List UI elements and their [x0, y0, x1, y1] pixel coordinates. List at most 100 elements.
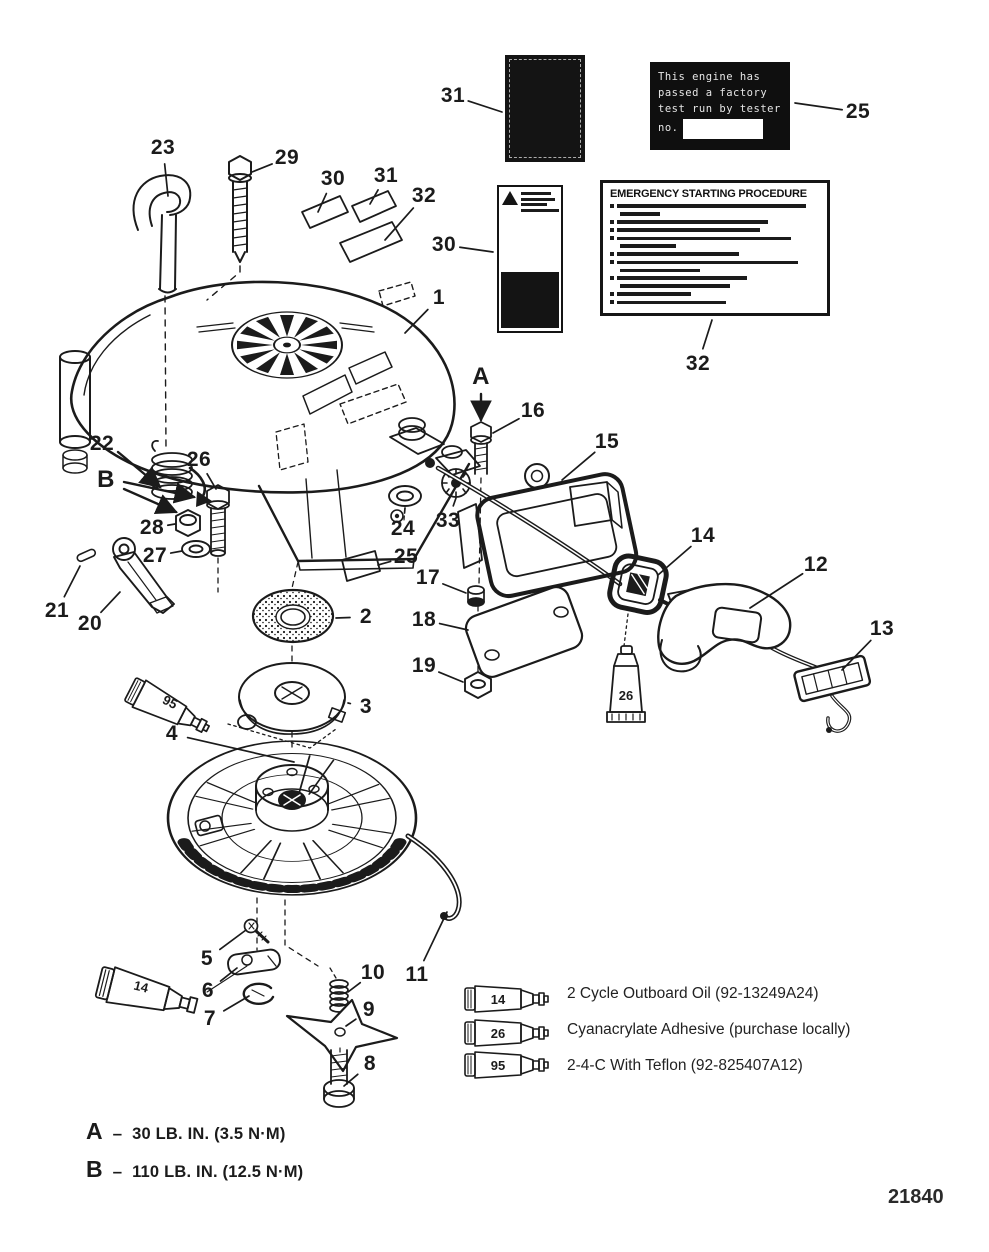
- warning-sticker: [497, 185, 563, 333]
- callout-7: 7: [203, 1007, 217, 1030]
- callout-23: 23: [150, 136, 176, 159]
- leader-line: [219, 967, 238, 982]
- leader-line: [116, 450, 162, 489]
- emergency-procedure-line: [610, 252, 820, 257]
- leader-line: [169, 550, 183, 554]
- illegible-text-bar: [617, 300, 727, 304]
- callout-10: 10: [360, 961, 386, 984]
- leader-dotted-95: [227, 723, 337, 749]
- callout-22: 22: [89, 432, 115, 455]
- callout-5: 5: [200, 947, 214, 970]
- legend-text: Cyanacrylate Adhesive (purchase locally): [567, 1020, 851, 1038]
- part-pawl-6: [227, 948, 281, 976]
- bullet-icon: [610, 219, 614, 224]
- leader-line: [404, 308, 429, 334]
- part-washer-27: [181, 540, 211, 558]
- callout-6: 6: [201, 979, 215, 1002]
- leader-line: [63, 565, 81, 598]
- emergency-procedure-sticker: EMERGENCY STARTING PROCEDURE: [600, 180, 830, 316]
- part-anchor-13: [793, 654, 872, 733]
- leader-line: [437, 671, 464, 683]
- part-handle-12: [657, 582, 792, 673]
- emergency-procedure-line: [610, 260, 820, 265]
- part-tube-26: [606, 645, 646, 723]
- callout-3: 3: [359, 695, 373, 718]
- emergency-procedure-line: [610, 204, 820, 208]
- leader-line: [841, 639, 872, 671]
- illegible-text-bar: [617, 220, 769, 224]
- leader-line: [423, 911, 448, 962]
- torque-note-b: B – 110 LB. IN. (12.5 N·M): [86, 1156, 303, 1183]
- callout-4: 4: [165, 722, 179, 745]
- bullet-icon: [610, 228, 614, 233]
- emergency-procedure-line: [610, 276, 820, 281]
- emergency-procedure-line: [610, 292, 820, 297]
- torque-note-key: B: [86, 1156, 103, 1182]
- emergency-procedure-line: [620, 284, 820, 288]
- fan-vent: [231, 311, 343, 379]
- callout-21: 21: [44, 599, 70, 622]
- legend-tube-icons: [464, 985, 549, 1079]
- callout-25: 25: [393, 545, 419, 568]
- dealer-number-box: [683, 119, 764, 139]
- leader-line: [122, 487, 178, 515]
- bullet-icon: [610, 260, 614, 265]
- leader-line: [369, 189, 379, 205]
- legend-text: 2 Cycle Outboard Oil (92-13249A24): [567, 984, 819, 1002]
- legend-tube-95-number: 95: [491, 1058, 505, 1073]
- legend-row: 2 Cycle Outboard Oil (92-13249A24): [463, 980, 850, 1007]
- leader-line: [438, 622, 469, 631]
- part-star-cam-9: [285, 998, 399, 1073]
- callout-16: 16: [520, 399, 546, 422]
- callout-32: 32: [685, 352, 711, 375]
- test-sticker-line: test run by tester: [658, 103, 781, 115]
- part-pulley-4: [166, 740, 418, 896]
- part-tube-95: [124, 677, 211, 734]
- callout-28: 28: [139, 516, 165, 539]
- warning-black-panel: [501, 271, 559, 328]
- leader-line: [749, 572, 804, 609]
- bullet-icon: [610, 276, 614, 281]
- leader-line: [467, 100, 503, 113]
- test-sticker-line: no.: [658, 122, 679, 134]
- callout-30: 30: [320, 167, 346, 190]
- bullet-icon: [610, 300, 614, 305]
- leader-dotted-26: [623, 613, 629, 647]
- part-pin-21: [76, 548, 97, 563]
- leader-line: [166, 523, 176, 527]
- callout-20: 20: [77, 612, 103, 635]
- callout-19: 19: [411, 654, 437, 677]
- part-spring-anchor-33: [441, 468, 471, 498]
- callout-25: 25: [845, 100, 871, 123]
- part-bolt-26: [206, 484, 230, 593]
- callout-29: 29: [274, 146, 300, 169]
- callout-30: 30: [431, 233, 457, 256]
- leader-line: [657, 545, 692, 576]
- part-tube-14: [94, 966, 199, 1014]
- callout-14: 14: [690, 524, 716, 547]
- leader-line: [345, 1018, 357, 1027]
- callout-31: 31: [373, 164, 399, 187]
- part-bracket-15: [457, 463, 639, 599]
- leader-line: [384, 207, 415, 241]
- illegible-text-bar: [617, 228, 760, 232]
- leader-line: [186, 736, 295, 763]
- torque-note-key: A: [86, 1118, 103, 1144]
- tube-26-label: 26: [619, 688, 633, 703]
- torque-note-dash: –: [112, 1124, 123, 1143]
- part-nut-19: [464, 671, 492, 699]
- tube-14-label: 14: [132, 978, 150, 996]
- torque-note-text: 30 LB. IN. (3.5 N·M): [132, 1125, 286, 1143]
- leader-line: [222, 995, 250, 1012]
- legend-tube-14-number: 14: [491, 992, 506, 1007]
- factory-test-sticker: This engine has passed a factory test ru…: [650, 62, 790, 150]
- callout-A: A: [472, 363, 490, 390]
- part-pawl-20: [112, 537, 175, 614]
- leader-tube-14: [206, 965, 248, 993]
- warning-triangle-icon: [502, 191, 518, 205]
- part-disc-2: [251, 561, 335, 665]
- part-bolt-29: [206, 155, 252, 301]
- callout-33: 33: [435, 509, 461, 532]
- leader-line: [347, 702, 352, 705]
